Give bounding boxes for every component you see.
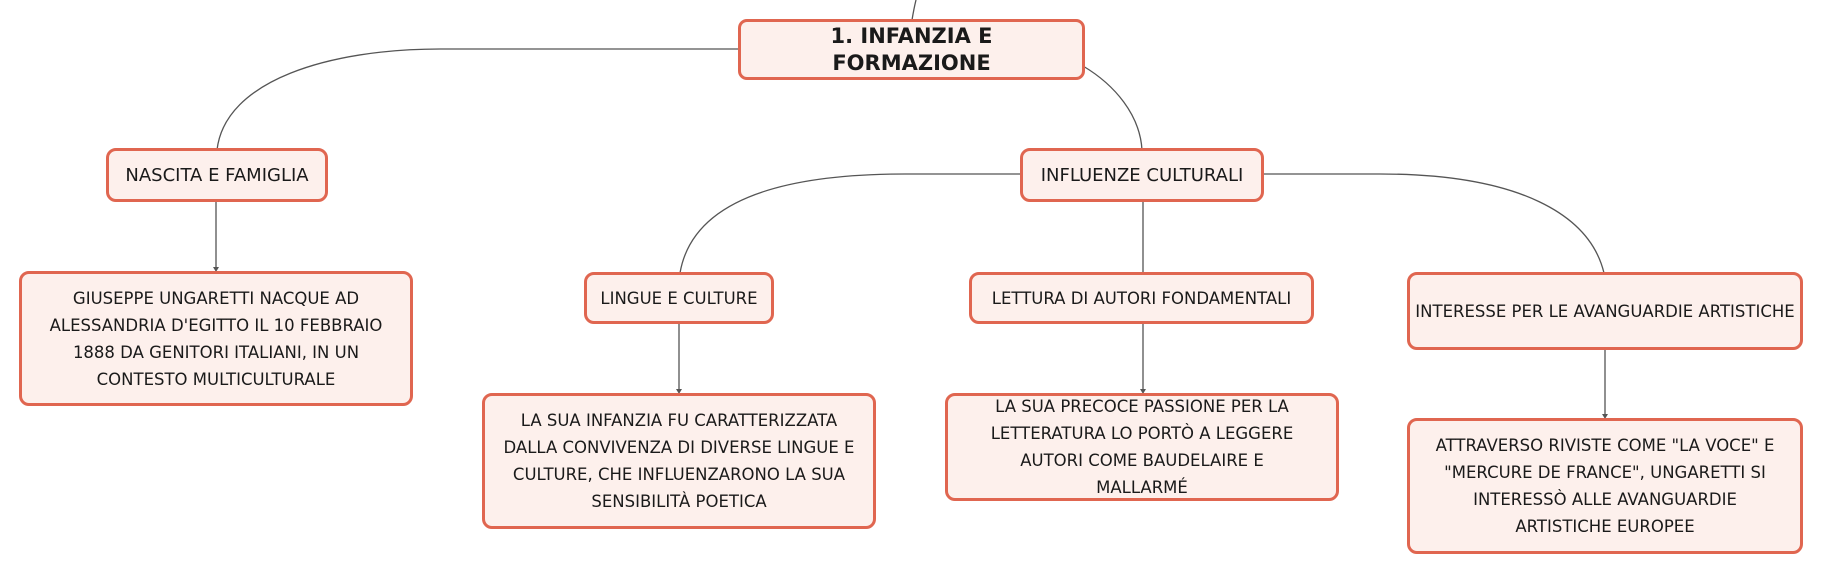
connector-influenze-avanguardie — [1263, 173, 1605, 274]
connector-influenze-lingue — [679, 173, 1021, 274]
nascita-detail-node[interactable]: GIUSEPPE UNGARETTI NACQUE AD ALESSANDRIA… — [19, 271, 413, 406]
nascita-detail-text: GIUSEPPE UNGARETTI NACQUE AD ALESSANDRIA… — [49, 288, 383, 389]
lettura-detail-text: LA SUA PRECOCE PASSIONE PER LA LETTERATU… — [990, 397, 1294, 497]
lettura-detail-node[interactable]: LA SUA PRECOCE PASSIONE PER LA LETTERATU… — [945, 393, 1339, 501]
connector-root-nascita — [216, 48, 739, 151]
avanguardie-node[interactable]: INTERESSE PER LE AVANGUARDIE ARTISTICHE — [1407, 272, 1803, 350]
nascita-node-label: NASCITA E FAMIGLIA — [125, 164, 309, 186]
root-node[interactable]: 1. INFANZIA E FORMAZIONE — [738, 19, 1085, 80]
arrowhead-lingue-detail — [676, 389, 682, 394]
nascita-node[interactable]: NASCITA E FAMIGLIA — [106, 148, 328, 202]
arrowhead-lettura-detail — [1140, 389, 1146, 394]
connector-root-influenze — [1082, 65, 1143, 151]
lingue-detail-node[interactable]: LA SUA INFANZIA FU CARATTERIZZATA DALLA … — [482, 393, 876, 529]
avanguardie-node-label: INTERESSE PER LE AVANGUARDIE ARTISTICHE — [1415, 301, 1795, 321]
connector-from-parent — [911, 0, 917, 21]
avanguardie-detail-text: ATTRAVERSO RIVISTE COME "LA VOCE" E "MER… — [1435, 436, 1775, 536]
lingue-node[interactable]: LINGUE E CULTURE — [584, 272, 774, 324]
root-node-label: 1. INFANZIA E FORMAZIONE — [830, 23, 993, 75]
arrowhead-avanguardie-detail — [1602, 414, 1608, 419]
lingue-node-label: LINGUE E CULTURE — [600, 288, 758, 308]
arrowhead-nascita-detail — [213, 267, 219, 272]
lingue-detail-text: LA SUA INFANZIA FU CARATTERIZZATA DALLA … — [503, 411, 855, 511]
lettura-node[interactable]: LETTURA DI AUTORI FONDAMENTALI — [969, 272, 1314, 324]
avanguardie-detail-node[interactable]: ATTRAVERSO RIVISTE COME "LA VOCE" E "MER… — [1407, 418, 1803, 554]
influenze-node-label: INFLUENZE CULTURALI — [1040, 164, 1244, 186]
lettura-node-label: LETTURA DI AUTORI FONDAMENTALI — [991, 288, 1292, 308]
influenze-node[interactable]: INFLUENZE CULTURALI — [1020, 148, 1264, 202]
